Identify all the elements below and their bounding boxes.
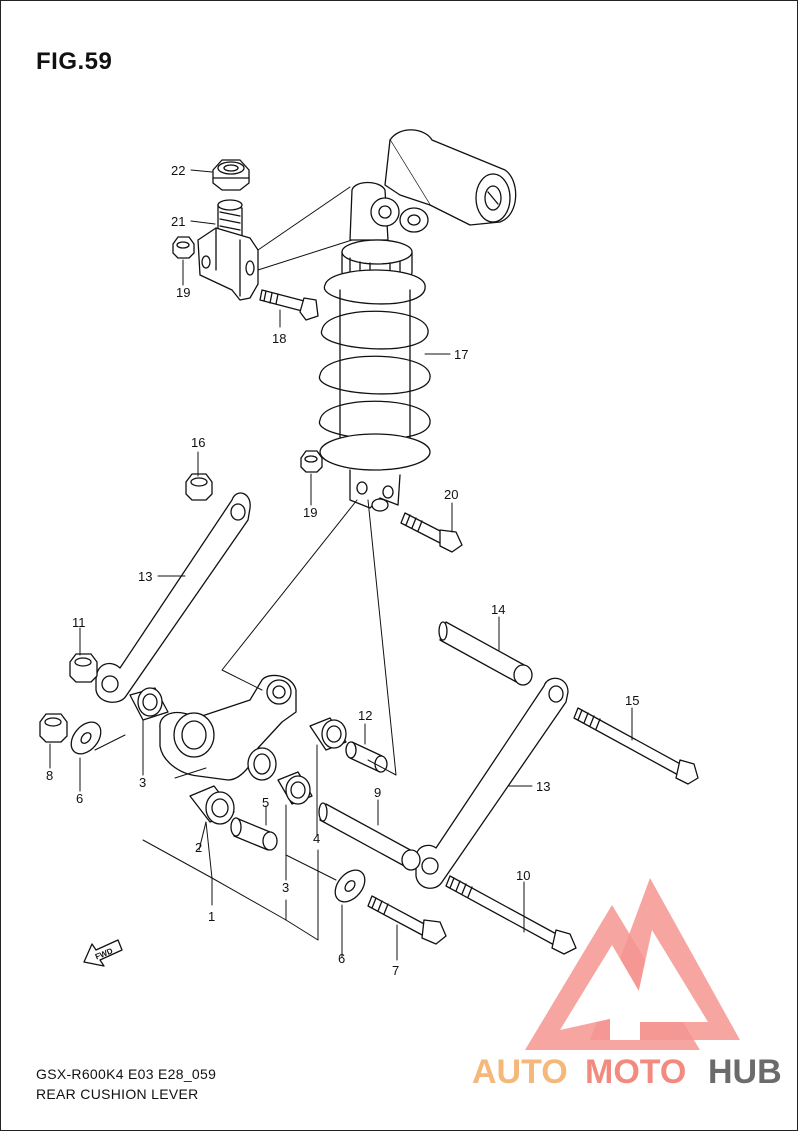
part-9-spacer [318, 802, 421, 871]
cushion-lever-body [159, 674, 297, 781]
callout-9: 9 [374, 785, 381, 800]
svg-text:MOTO: MOTO [585, 1053, 686, 1091]
part-10-bolt [445, 875, 577, 955]
watermark-logo [525, 878, 740, 1050]
forward-badge-label: FWD [94, 946, 114, 961]
callout-17: 17 [454, 347, 468, 362]
callout-6-left: 6 [76, 791, 83, 806]
leader-lines [49, 169, 633, 961]
part-2-bearing [189, 785, 235, 825]
assembly-guide-lines [94, 186, 397, 779]
callout-20: 20 [444, 487, 458, 502]
part-18-bolt [259, 289, 319, 321]
callout-12: 12 [358, 708, 372, 723]
part-21-bracket [197, 199, 259, 301]
callout-8: 8 [46, 768, 53, 783]
footer-assembly-name: REAR CUSHION LEVER [36, 1086, 199, 1102]
callout-13-upper: 13 [138, 569, 152, 584]
footer-model-code: GSX-R600K4 E03 E28_059 [36, 1066, 217, 1082]
callout-3-upper: 3 [139, 775, 146, 790]
svg-text:AUTO: AUTO [472, 1053, 568, 1091]
part-3-bearing-upper [129, 687, 169, 721]
callout-4: 4 [313, 831, 320, 846]
part-17-shock-absorber [319, 129, 517, 512]
forward-arrow-icon [83, 939, 123, 967]
part-8-nut [39, 713, 68, 743]
callout-16: 16 [191, 435, 205, 450]
part-3-bearing-right [277, 771, 313, 805]
part-19-nut-lower [300, 450, 323, 473]
part-6-washer-lower [334, 869, 366, 903]
callout-13-lower: 13 [536, 779, 550, 794]
part-14-spacer [438, 621, 533, 686]
callout-19-top: 19 [176, 285, 190, 300]
callout-6-lower: 6 [338, 951, 345, 966]
part-16-nut [185, 473, 213, 501]
part-13-tie-rod-upper [95, 492, 251, 703]
figure-title: FIG.59 [36, 48, 113, 75]
part-7-bolt [367, 895, 447, 945]
watermark-wordmark: AUTO MOTO HUB [472, 1053, 782, 1091]
part-19-nut-top [172, 236, 195, 259]
callout-21: 21 [171, 214, 185, 229]
callout-19-lower: 19 [303, 505, 317, 520]
callout-labels: 22 21 19 18 17 16 19 20 13 11 14 15 12 8… [46, 163, 639, 978]
callout-1: 1 [208, 909, 215, 924]
part-12-collar [345, 741, 388, 773]
part-4-bearing [309, 717, 347, 751]
callout-7: 7 [392, 963, 399, 978]
callout-2: 2 [195, 840, 202, 855]
callout-11: 11 [72, 615, 86, 630]
callout-15: 15 [625, 693, 639, 708]
callout-22: 22 [171, 163, 185, 178]
part-15-long-bolt [573, 707, 699, 785]
callout-5: 5 [262, 795, 269, 810]
part-11-nut [69, 653, 98, 683]
part-22-nut [212, 159, 250, 191]
callout-10: 10 [516, 868, 530, 883]
svg-text:HUB: HUB [708, 1053, 782, 1091]
part-20-bolt [400, 512, 463, 553]
callout-14: 14 [491, 602, 505, 617]
part-5-collar [230, 817, 278, 851]
part-13-tie-rod-lower [415, 677, 569, 889]
callout-18: 18 [272, 331, 286, 346]
callout-3-right: 3 [282, 880, 289, 895]
part-6-washer-left [70, 721, 102, 755]
